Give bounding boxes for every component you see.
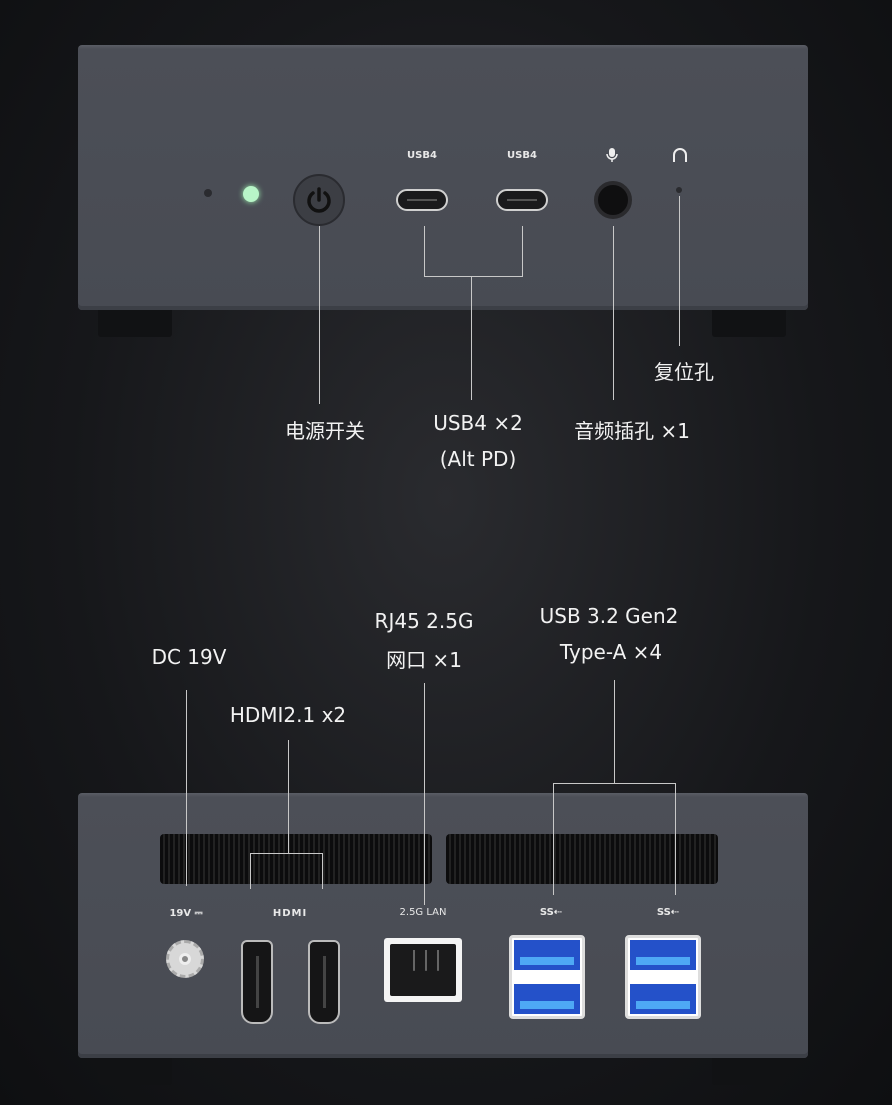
front-panel	[78, 45, 808, 310]
usb4-port-2	[496, 189, 548, 211]
callout-line	[319, 226, 320, 404]
reset-hole	[676, 187, 682, 193]
rj45-callout-2: 网口 ×1	[386, 648, 462, 672]
usb4-port-label: USB4	[507, 150, 537, 161]
indicator-hole	[204, 189, 212, 197]
callout-line	[675, 783, 676, 895]
hdmi-port-1	[241, 940, 273, 1024]
vent	[446, 834, 718, 884]
callout-line	[322, 853, 323, 889]
hdmi-logo: HDMI	[272, 908, 308, 919]
usb4-callout-note: (Alt PD)	[439, 447, 517, 471]
foot	[712, 310, 786, 337]
dc-callout: DC 19V	[151, 645, 227, 669]
callout-line	[424, 683, 425, 905]
callout-line	[288, 740, 289, 853]
hdmi-port-2	[308, 940, 340, 1024]
callout-line	[522, 226, 523, 276]
foot	[98, 310, 172, 337]
rj45-callout: RJ45 2.5G	[374, 609, 474, 633]
callout-line	[250, 853, 251, 889]
rj45-port	[384, 938, 462, 1002]
usb-a-port-pair-2	[625, 935, 701, 1019]
audio-callout: 音频插孔 ×1	[574, 419, 690, 443]
usb-a-callout-2: Type-A ×4	[559, 640, 663, 664]
callout-line	[424, 276, 523, 277]
usb4-callout: USB4 ×2	[433, 411, 523, 435]
audio-jack	[594, 181, 632, 219]
callout-line	[424, 226, 425, 276]
callout-line	[553, 783, 676, 784]
vent	[160, 834, 432, 884]
usb4-port-label: USB4	[407, 150, 437, 161]
callout-line	[471, 276, 472, 400]
callout-line	[186, 690, 187, 886]
usb-ss-logo: SS⇠	[656, 907, 680, 918]
usb-a-port-pair-1	[509, 935, 585, 1019]
dc-port-label: 19V ⎓	[169, 908, 203, 919]
usb-a-callout: USB 3.2 Gen2	[539, 604, 679, 628]
usb-ss-logo: SS⇠	[539, 907, 563, 918]
hdmi-callout: HDMI2.1 x2	[229, 703, 347, 727]
callout-line	[679, 196, 680, 346]
power-callout: 电源开关	[285, 419, 365, 443]
foot	[98, 1058, 172, 1085]
dc-jack	[166, 940, 204, 978]
microphone-icon	[606, 148, 618, 162]
callout-line	[553, 783, 554, 895]
reset-callout: 复位孔	[654, 360, 714, 384]
power-icon	[307, 187, 331, 213]
foot	[712, 1058, 786, 1085]
callout-line	[613, 226, 614, 400]
lan-port-label: 2.5G LAN	[399, 907, 447, 918]
power-led	[243, 186, 259, 202]
callout-line	[250, 853, 323, 854]
usb4-port-1	[396, 189, 448, 211]
callout-line	[614, 680, 615, 783]
power-button[interactable]	[293, 174, 345, 226]
headphone-icon	[673, 148, 687, 162]
